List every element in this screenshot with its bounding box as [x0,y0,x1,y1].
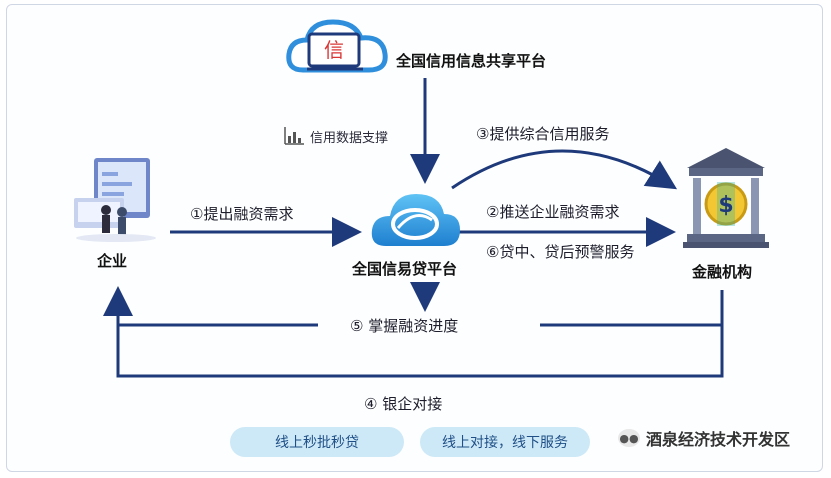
watermark-text: 酒泉经济技术开发区 [646,430,791,449]
arrow-step4-loop [116,325,724,378]
arrow-step5-loop [540,290,724,327]
step3-label: ③提供综合信用服务 [476,125,610,143]
pill-online-instant-loan: 线上秒批秒贷 [230,427,404,457]
arrow-step5-loop-left [103,286,318,327]
step6-label: ⑥贷中、贷后预警服务 [486,243,635,261]
step4-label: ④ 银企对接 [364,395,443,413]
watermark: ●● 酒泉经济技术开发区 [618,426,790,450]
credit-char: 信 [324,38,344,62]
credit-loan-platform-label: 全国信易贷平台 [352,260,458,278]
step2-label: ②推送企业融资需求 [486,203,620,221]
wechat-icon: ●● [618,429,640,447]
dollar-char: $ [718,193,733,218]
bank-icon: $ [683,148,769,248]
cloud-platform-icon [371,194,460,246]
arrow-step3 [451,149,678,190]
credit-sharing-platform-label: 全国信用信息共享平台 [396,52,547,70]
enterprise-label: 企业 [97,252,128,270]
financial-institution-label: 金融机构 [692,263,753,281]
step1-label: ①提出融资需求 [190,205,294,223]
enterprise-icon [74,158,156,242]
chart-icon [284,127,304,145]
credit-data-support-label: 信用数据支撑 [310,131,389,146]
step5-label: ⑤ 掌握融资进度 [350,317,459,335]
cloud-credit-icon: 信 [286,19,388,73]
pill-online-offline-service: 线上对接，线下服务 [420,427,590,457]
